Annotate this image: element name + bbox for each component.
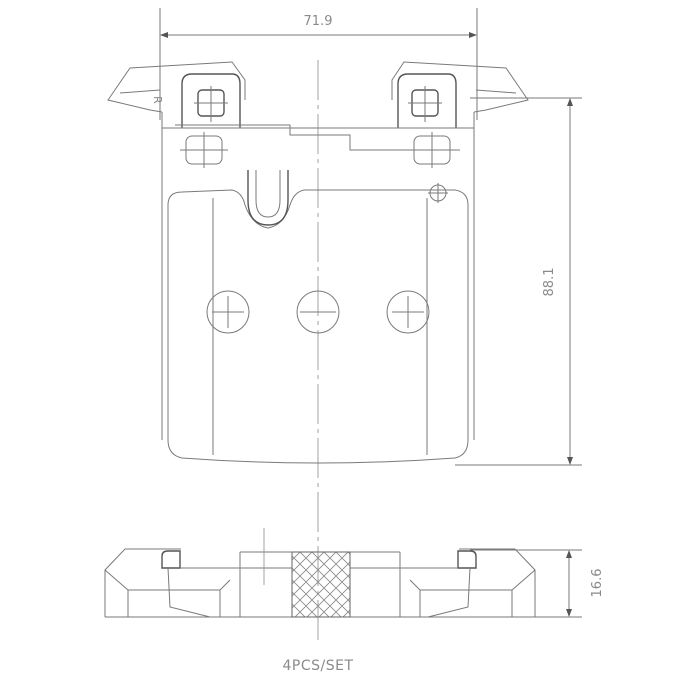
rivet-center bbox=[296, 290, 340, 334]
front-view: R bbox=[107, 61, 529, 464]
rivet-right bbox=[386, 290, 430, 334]
friction-section-hatch bbox=[291, 551, 351, 618]
height-dimension bbox=[455, 97, 582, 466]
width-label: 71.9 bbox=[304, 14, 333, 29]
width-dimension bbox=[159, 8, 478, 120]
side-view bbox=[104, 528, 582, 618]
stamp-mark-left: R bbox=[151, 96, 164, 104]
rivet-left bbox=[206, 290, 250, 334]
quantity-note: 4PCS/SET bbox=[282, 658, 353, 674]
height-label: 88.1 bbox=[542, 268, 557, 297]
thickness-label: 16.6 bbox=[590, 569, 605, 598]
